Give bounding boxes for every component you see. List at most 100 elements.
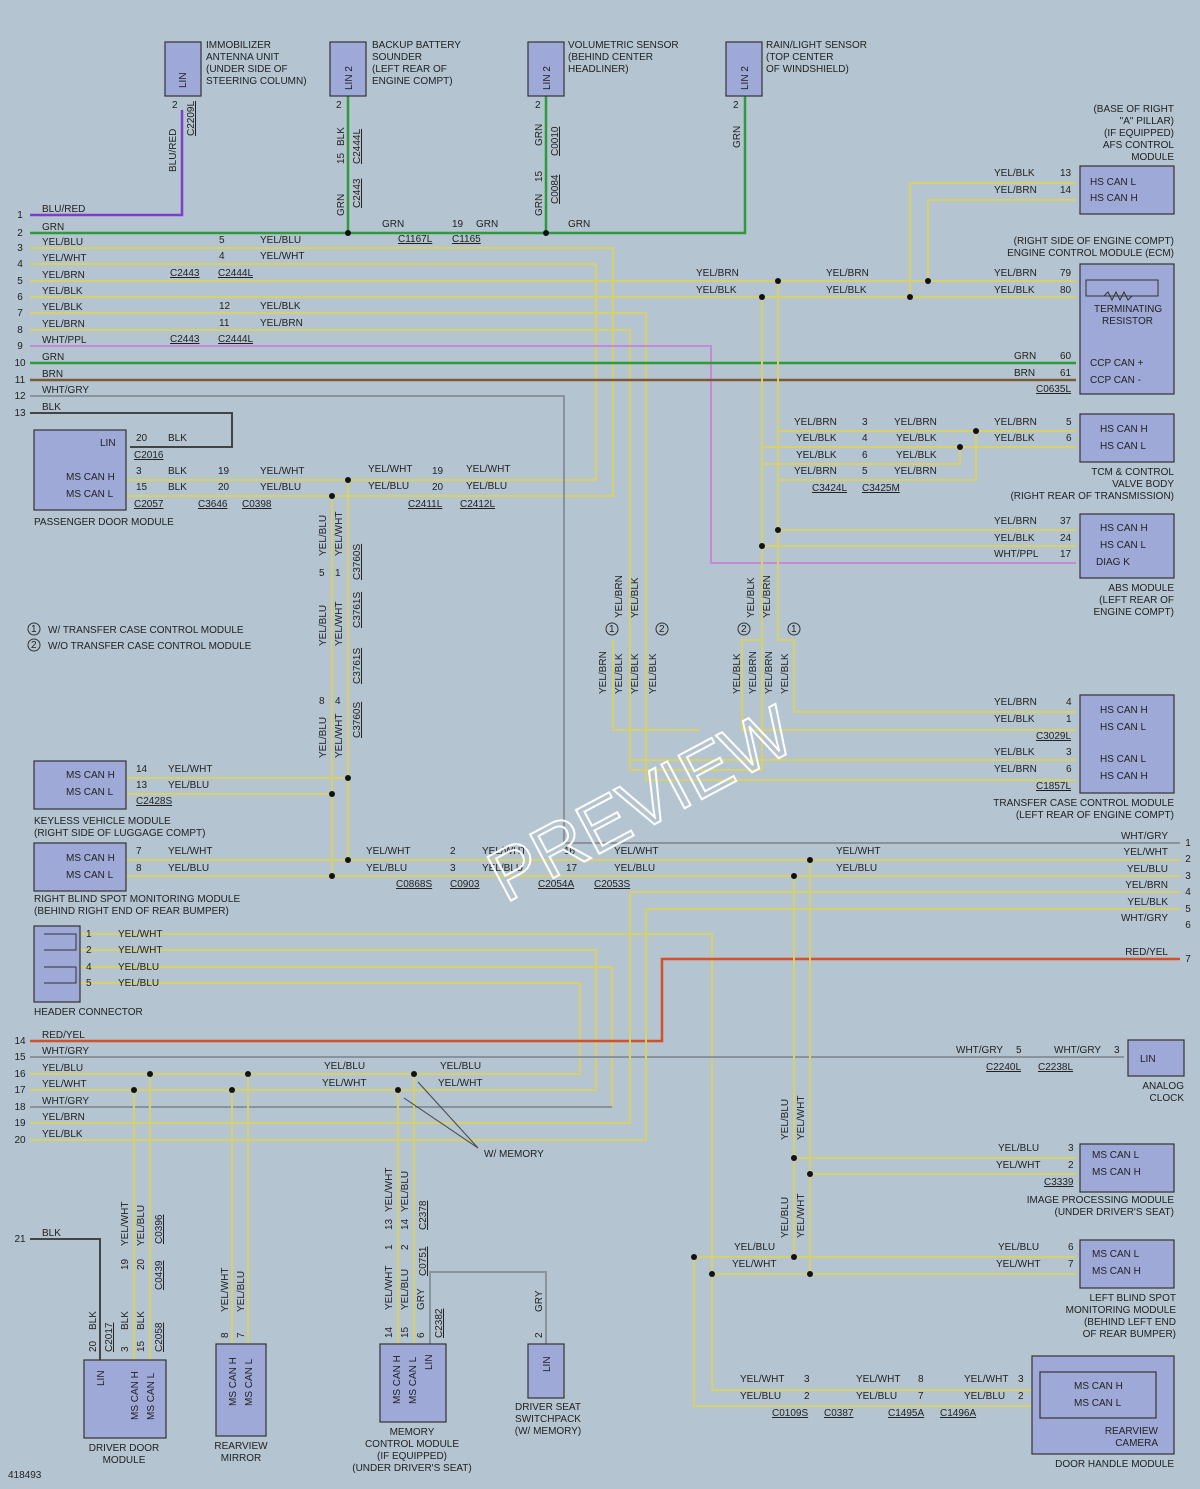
svg-text:C0109S: C0109S [772, 1408, 808, 1419]
svg-text:TRANSFER CASE CONTROL MODULE: TRANSFER CASE CONTROL MODULE [993, 798, 1174, 809]
svg-text:C0387: C0387 [824, 1408, 854, 1419]
svg-text:BRN: BRN [1014, 368, 1035, 379]
splice-dot [691, 1254, 697, 1260]
wire-wht-gry [30, 395, 1180, 844]
svg-text:8: 8 [220, 1332, 231, 1338]
svg-text:PASSENGER DOOR MODULE: PASSENGER DOOR MODULE [34, 517, 174, 528]
svg-text:15: 15 [534, 170, 545, 182]
svg-text:20: 20 [218, 482, 230, 493]
svg-text:C2053S: C2053S [594, 879, 630, 890]
left-wire-label: WHT/GRY [42, 385, 89, 396]
afs-control-module: (BASE OF RIGHT "A" PILLAR) (IF EQUIPPED)… [994, 104, 1175, 215]
svg-text:YEL/BLU: YEL/BLU [998, 1143, 1039, 1154]
svg-text:60: 60 [1060, 351, 1072, 362]
splice-dot [543, 230, 549, 236]
left-pin-number: 2 [17, 228, 23, 239]
svg-text:C0903: C0903 [450, 879, 480, 890]
svg-text:YEL/BLU: YEL/BLU [324, 1061, 365, 1072]
splice-dot [245, 1071, 251, 1077]
svg-text:MS CAN L: MS CAN L [66, 870, 114, 881]
svg-text:C2443: C2443 [352, 178, 363, 208]
svg-text:C3029L: C3029L [1036, 731, 1071, 742]
passenger-door-module: LIN MS CAN H MS CAN L PASSENGER DOOR MOD… [33, 429, 304, 528]
svg-text:YEL/BRN: YEL/BRN [762, 575, 773, 618]
svg-text:RIGHT BLIND SPOT MONITORING MO: RIGHT BLIND SPOT MONITORING MODULE [34, 894, 240, 905]
svg-text:14: 14 [400, 1218, 411, 1230]
svg-text:"A" PILLAR): "A" PILLAR) [1120, 116, 1174, 127]
svg-text:MS CAN H: MS CAN H [66, 770, 115, 781]
left-wire-label: YEL/WHT [42, 1079, 86, 1090]
svg-text:YEL/WHT: YEL/WHT [168, 846, 212, 857]
svg-text:YEL/BRN: YEL/BRN [994, 516, 1037, 527]
splice-dot [759, 543, 765, 549]
wire-yel-blu [30, 247, 614, 497]
driver-seat-switchpack: LIN DRIVER SEAT SWITCHPACK (W/ MEMORY) G… [515, 1290, 582, 1437]
svg-text:REARVIEW: REARVIEW [1105, 1426, 1159, 1437]
left-pin-number: 10 [14, 358, 26, 369]
svg-text:YEL/BLK: YEL/BLK [696, 285, 737, 296]
svg-text:C2017: C2017 [104, 1322, 115, 1352]
left-pin-number: 16 [14, 1069, 26, 1080]
svg-text:YEL/BLU: YEL/BLU [168, 863, 209, 874]
svg-text:YEL/BLK: YEL/BLK [746, 577, 757, 618]
svg-text:6: 6 [1068, 1242, 1074, 1253]
right-wire-label: WHT/GRY [1121, 913, 1168, 924]
svg-text:C2443: C2443 [170, 268, 200, 279]
svg-text:YEL/BLU: YEL/BLU [400, 1269, 411, 1310]
splice-dot [807, 1271, 813, 1277]
svg-text:3: 3 [120, 1346, 131, 1352]
abs-module: HS CAN H HS CAN L DIAG K YEL/BRN YEL/BLK… [994, 513, 1175, 618]
svg-text:4: 4 [86, 962, 92, 973]
right-wire-label: YEL/BRN [1125, 880, 1168, 891]
splice-dot [345, 230, 351, 236]
svg-text:YEL/BLK: YEL/BLK [896, 450, 937, 461]
svg-text:YEL/WHT: YEL/WHT [996, 1160, 1040, 1171]
left-wire-label: BLK [42, 1228, 61, 1239]
svg-text:YEL/BLU: YEL/BLU [998, 1242, 1039, 1253]
svg-text:GRY: GRY [416, 1288, 427, 1310]
tccm-splice-labels: YEL/BRN YEL/BLK YEL/BRN YEL/BLK YEL/BLK … [598, 575, 801, 694]
svg-text:MS CAN L: MS CAN L [1092, 1249, 1140, 1260]
left-pin-number: 7 [17, 308, 23, 319]
svg-text:TERMINATING: TERMINATING [1094, 304, 1162, 315]
svg-text:YEL/BRN: YEL/BRN [894, 417, 937, 428]
svg-text:HS CAN L: HS CAN L [1100, 441, 1147, 452]
svg-text:YEL/BLU: YEL/BLU [780, 1099, 791, 1140]
svg-text:20: 20 [136, 433, 148, 444]
svg-text:C0439: C0439 [154, 1260, 165, 1290]
svg-text:GRN: GRN [1014, 351, 1036, 362]
svg-text:HS CAN L: HS CAN L [1090, 177, 1137, 188]
svg-text:CLOCK: CLOCK [1150, 1093, 1185, 1104]
svg-text:W/ TRANSFER CASE CONTROL MODUL: W/ TRANSFER CASE CONTROL MODULE [48, 625, 244, 636]
svg-text:C2444L: C2444L [218, 334, 253, 345]
svg-text:SOUNDER: SOUNDER [372, 52, 422, 63]
svg-text:MS CAN H: MS CAN H [66, 853, 115, 864]
svg-text:2: 2 [1068, 1160, 1074, 1171]
svg-text:17: 17 [1060, 549, 1072, 560]
splice-dot [759, 294, 765, 300]
svg-text:MS CAN H: MS CAN H [66, 472, 115, 483]
wire-wht-ppl [30, 345, 1076, 564]
svg-text:C1167L: C1167L [398, 234, 433, 245]
svg-text:MS CAN L: MS CAN L [1074, 1398, 1122, 1409]
left-pin-number: 17 [14, 1085, 26, 1096]
right-pin-number: 3 [1185, 871, 1191, 882]
svg-text:C1857L: C1857L [1036, 781, 1071, 792]
wire-hdr-5 [80, 982, 581, 1074]
svg-text:W/O TRANSFER CASE CONTROL MODU: W/O TRANSFER CASE CONTROL MODULE [48, 641, 252, 652]
svg-text:YEL/WHT: YEL/WHT [796, 1096, 807, 1140]
svg-text:YEL/WHT: YEL/WHT [836, 846, 880, 857]
left-wire-label: YEL/BLK [42, 286, 83, 297]
svg-text:3: 3 [1114, 1045, 1120, 1056]
svg-text:6: 6 [1066, 764, 1072, 775]
svg-text:LIN: LIN [1140, 1054, 1156, 1065]
wire-tccm-c [741, 639, 1076, 731]
svg-text:MS CAN H: MS CAN H [130, 1371, 141, 1420]
svg-text:2: 2 [1018, 1391, 1024, 1402]
svg-text:C2016: C2016 [134, 450, 164, 461]
svg-text:CCP CAN -: CCP CAN - [1090, 375, 1141, 386]
left-blind-spot-module: MS CAN L MS CAN H YEL/BLU YEL/WHT 6 7 LE… [732, 1194, 1176, 1340]
left-pin-number: 15 [14, 1052, 26, 1063]
splice-dot [329, 493, 335, 499]
door-handle-module: MS CAN H MS CAN L REARVIEW CAMERA DOOR H… [740, 1355, 1175, 1470]
